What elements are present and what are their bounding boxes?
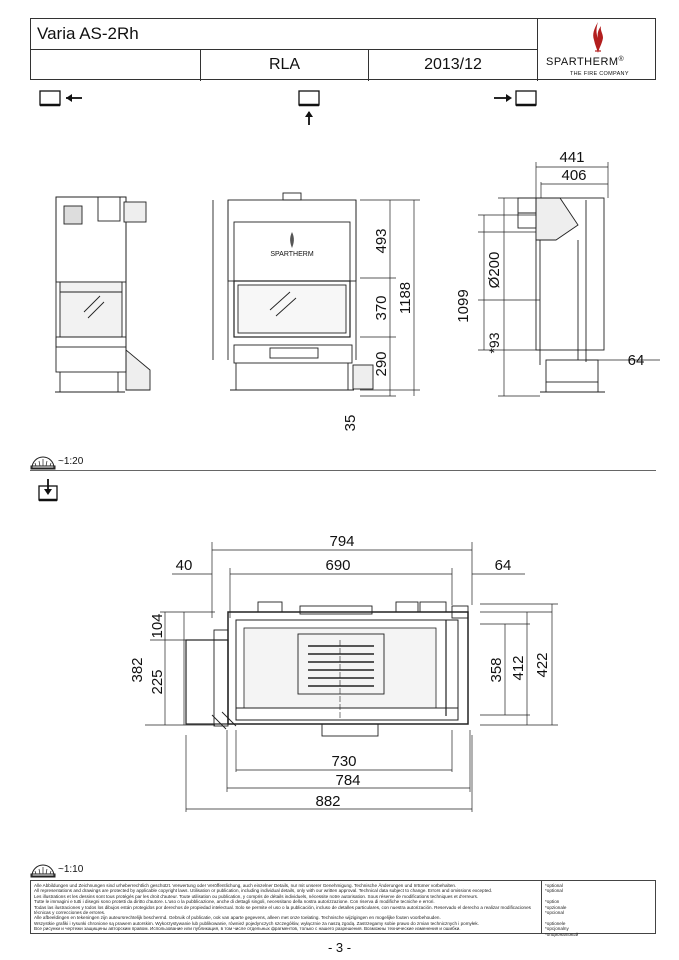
- legal-line-it: Tutte le immagini e tutti i disegni sono…: [34, 899, 435, 905]
- blank-cell: [31, 50, 201, 81]
- optional-notes: *optional *optional *option *opzionale *…: [545, 883, 650, 937]
- optional-8: *opcjonalny: [545, 926, 569, 932]
- logo-cell: SPARTHERM® THE FIRE COMPANY: [538, 19, 657, 81]
- brand-slogan: THE FIRE COMPANY: [570, 71, 629, 77]
- scale-label-plan: ~1:10: [58, 864, 84, 875]
- scale-ruler-icon: [30, 456, 56, 470]
- scale-ruler-icon-plan: [30, 864, 56, 878]
- dim-370: 370: [373, 295, 390, 320]
- optional-5: *opcional: [545, 910, 564, 916]
- view-front-icon: [298, 90, 320, 125]
- optional-0: *optional: [545, 883, 563, 888]
- left-side-view: [55, 196, 151, 393]
- view-right-icon: [494, 90, 537, 107]
- dim-diameter-200: Ø200: [486, 252, 503, 289]
- optional-1: *optional: [545, 888, 563, 894]
- view-top-icon: [38, 479, 58, 502]
- dim-730: 730: [331, 753, 356, 770]
- dim-690: 690: [325, 557, 350, 574]
- dim-358: 358: [488, 657, 505, 682]
- date-cell: 2013/12: [369, 50, 538, 81]
- flame-logo-icon: [593, 22, 603, 53]
- dim-493: 493: [373, 228, 390, 253]
- side-dim-lines: [478, 162, 660, 397]
- dim-35: 35: [342, 415, 359, 432]
- optional-9: *опциональный: [545, 931, 579, 937]
- legal-line-de: Alle Abbildungen und Zeichnungen sind ur…: [34, 883, 457, 888]
- front-view: [212, 192, 374, 391]
- dim-40: 40: [176, 557, 193, 574]
- legal-line-en: All representations and drawings are pro…: [34, 888, 493, 894]
- page-number: - 3 -: [327, 940, 352, 955]
- optional-7: *optionele: [545, 920, 566, 926]
- dim-1188: 1188: [397, 282, 414, 314]
- legal-line-es: Todas las ilustraciones y todos los dibu…: [34, 904, 531, 916]
- optional-3: *option: [545, 899, 560, 905]
- scale-label-front: ~1:20: [58, 456, 84, 467]
- dim-225: 225: [149, 669, 166, 694]
- variant-label: RLA: [268, 56, 301, 73]
- plan-body: [185, 601, 469, 737]
- dim-412: 412: [510, 655, 527, 680]
- date-label: 2013/12: [424, 56, 482, 73]
- dim-64-side: 64: [628, 352, 645, 369]
- legal-text: Alle Abbildungen und Zeichnungen sind ur…: [34, 883, 539, 932]
- right-side-view: [517, 197, 605, 393]
- brand-name: SPARTHERM: [546, 56, 619, 68]
- view-left-icon: [39, 90, 82, 107]
- dim-382: 382: [129, 657, 146, 682]
- plan-drawing: 794 40 690 64 104 225 382 358 412 422 73…: [129, 533, 558, 812]
- dim-422: 422: [534, 652, 551, 677]
- legal-line-nl: Alle afbeeldingen en tekeningen zijn aut…: [34, 915, 441, 921]
- dim-93: *93: [486, 332, 502, 353]
- dim-104: 104: [149, 613, 166, 638]
- legal-line-fr: Les illustrations et les dessins sont to…: [34, 893, 479, 899]
- brand-mark: ®: [618, 56, 625, 63]
- dim-64-plan: 64: [495, 557, 512, 574]
- dim-290: 290: [373, 351, 390, 376]
- dim-784: 784: [335, 772, 360, 789]
- plan-dim-lines: [145, 542, 558, 812]
- elevation-drawings: SPARTHERM 493 370 290 35 1188: [55, 149, 660, 432]
- product-title: Varia AS-2Rh: [37, 24, 139, 43]
- section-divider: [30, 470, 656, 471]
- variant-cell: RLA: [201, 50, 369, 81]
- legal-line-pl: Wszystkie grafiki i rysunki chronione są…: [34, 920, 479, 926]
- title-cell: Varia AS-2Rh: [31, 19, 538, 50]
- front-dim-lines: [360, 199, 420, 397]
- legal-line-ru: Все рисунки и чертежи защищены авторским…: [34, 926, 461, 932]
- dim-441: 441: [559, 149, 584, 166]
- footer-separator: [541, 881, 542, 933]
- plate-flame-icon: [290, 232, 294, 248]
- dim-794: 794: [329, 533, 354, 550]
- dim-406: 406: [561, 167, 586, 184]
- legal-footer: Alle Abbildungen und Zeichnungen sind ur…: [30, 880, 656, 937]
- dim-882: 882: [315, 793, 340, 810]
- plate-brand: SPARTHERM: [270, 251, 313, 258]
- optional-4: *opzionale: [545, 904, 567, 910]
- title-block: Varia AS-2Rh RLA 2013/12 SPARTHERM® THE …: [30, 18, 657, 81]
- dim-1099: 1099: [455, 289, 472, 322]
